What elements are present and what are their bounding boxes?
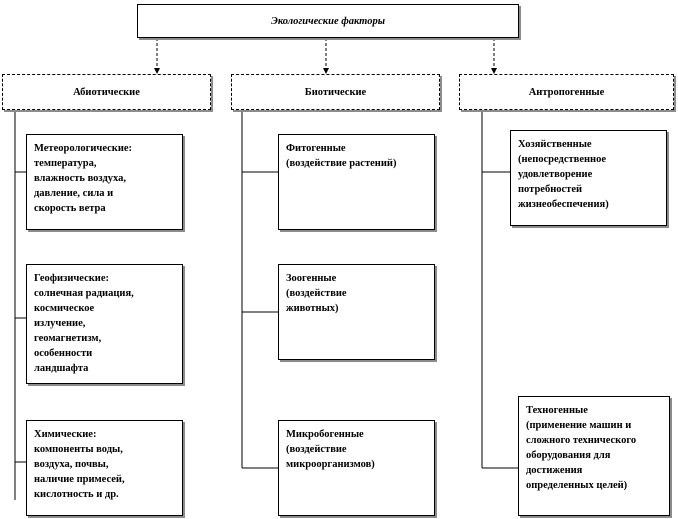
category-anthropogenic-label: Антропогенные: [528, 86, 605, 98]
category-anthropogenic: Антропогенные: [459, 74, 674, 110]
factor-chemical-text: Химические: компоненты воды, воздуха, по…: [34, 429, 125, 500]
category-biotic-label: Биотические: [304, 86, 367, 98]
factor-phytogenic: Фитогенные (воздействие растений): [278, 134, 435, 230]
diagram-title-text: Экологические факторы: [270, 15, 385, 27]
factor-economic-text: Хозяйственные (непосредственное удовлетв…: [518, 139, 609, 210]
factor-geophysical-text: Геофизические: солнечная радиация, косми…: [34, 273, 134, 374]
factor-microbogenic-text: Микробогенные (воздействие микроорганизм…: [286, 429, 375, 470]
factor-technogenic-text: Техногенные (применение машин и сложного…: [526, 405, 637, 491]
category-biotic: Биотические: [231, 74, 440, 110]
diagram-title: Экологические факторы: [137, 4, 519, 38]
factor-economic: Хозяйственные (непосредственное удовлетв…: [510, 130, 667, 226]
factor-microbogenic: Микробогенные (воздействие микроорганизм…: [278, 420, 435, 516]
category-abiotic-label: Абиотические: [73, 86, 140, 98]
factor-zoogenic: Зоогенные (воздействие животных): [278, 264, 435, 360]
factor-geophysical: Геофизические: солнечная радиация, косми…: [26, 264, 183, 384]
factor-technogenic: Техногенные (применение машин и сложного…: [518, 396, 670, 516]
factor-phytogenic-text: Фитогенные (воздействие растений): [286, 143, 397, 169]
factor-chemical: Химические: компоненты воды, воздуха, по…: [26, 420, 183, 516]
factor-zoogenic-text: Зоогенные (воздействие животных): [286, 273, 347, 314]
factor-meteorological: Метеорологические: температура, влажност…: [26, 134, 183, 230]
category-abiotic: Абиотические: [2, 74, 211, 110]
factor-meteorological-text: Метеорологические: температура, влажност…: [34, 143, 133, 214]
